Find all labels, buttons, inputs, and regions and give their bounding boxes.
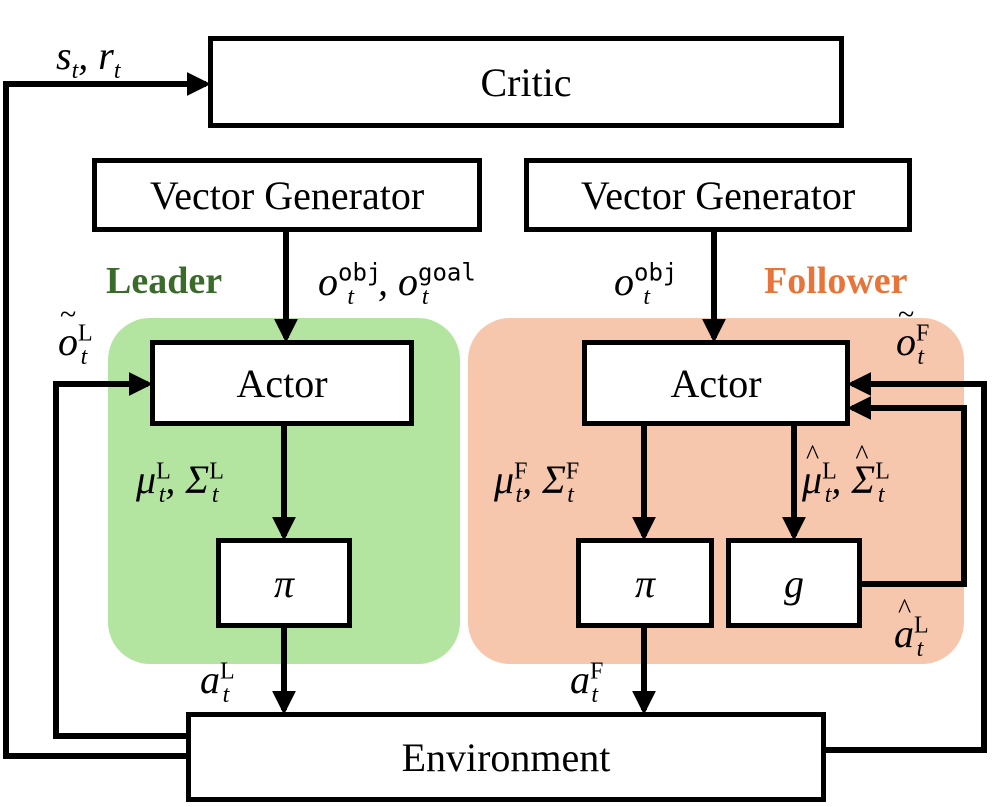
label-mu-sigma-leader: μLt, ΣLt <box>136 457 224 508</box>
arrow-g-to-follower-actor <box>847 396 967 587</box>
vector-generator-right-box[interactable]: Vector Generator <box>524 158 912 232</box>
label-obs-obj: oobjt <box>614 258 678 310</box>
label-mu-sigma-follower: μFt, ΣFt <box>494 457 580 508</box>
g-box[interactable]: g <box>726 538 862 628</box>
label-action-leader: aLt <box>200 657 235 708</box>
label-mu-sigma-hat-leader: μLt, ΣLt <box>802 442 890 507</box>
arrow-env-to-follower-actor <box>826 372 987 753</box>
arrow-env-to-leader-actor <box>53 372 186 739</box>
leader-pi-box[interactable]: π <box>216 538 352 628</box>
label-obs-obj-goal: oobjt, ogoalt <box>318 258 476 310</box>
leader-actor-box[interactable]: Actor <box>150 340 414 426</box>
label-action-follower: aFt <box>570 657 604 708</box>
follower-title: Follower <box>764 260 908 302</box>
arrow-env-to-critic <box>3 72 211 759</box>
leader-title: Leader <box>106 260 223 302</box>
vector-generator-left-box[interactable]: Vector Generator <box>92 158 482 232</box>
label-obs-tilde-follower: oFt <box>896 300 929 369</box>
environment-box[interactable]: Environment <box>186 712 826 802</box>
follower-actor-box[interactable]: Actor <box>582 340 850 426</box>
label-state-reward: st, rt <box>56 33 121 84</box>
follower-pi-box[interactable]: π <box>576 538 714 628</box>
label-action-hat-leader: aLt <box>894 596 929 661</box>
critic-box[interactable]: Critic <box>208 36 844 128</box>
label-obs-tilde-leader: oLt <box>58 300 93 369</box>
